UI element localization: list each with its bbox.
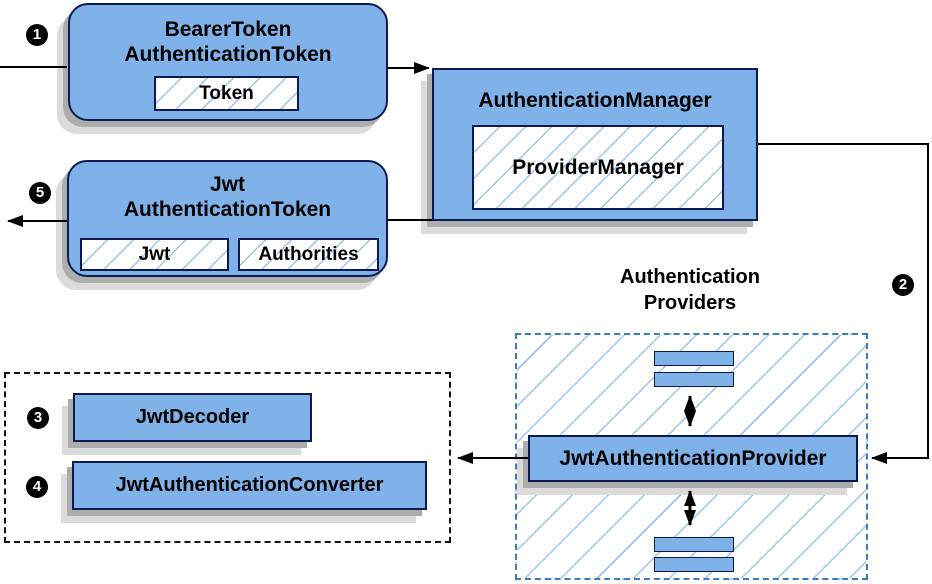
jwt-authentication-converter-node: JwtAuthenticationConverter — [72, 461, 427, 510]
step-4-badge: 4 — [26, 476, 48, 498]
jwt-token-title-line2: AuthenticationToken — [123, 198, 332, 221]
provider-placeholder-rect — [654, 557, 734, 572]
authentication-providers-label-line1: Authentication — [620, 266, 760, 288]
authentication-providers-label: Authentication Providers — [565, 264, 815, 316]
jwt-field: Jwt — [80, 238, 229, 271]
provider-placeholder-rect — [654, 351, 734, 366]
jwt-authentication-provider-node: JwtAuthenticationProvider — [528, 435, 858, 482]
jwt-token-title-line1: Jwt — [209, 173, 245, 196]
step-2-badge: 2 — [892, 274, 914, 296]
provider-placeholder-rect — [654, 372, 734, 387]
step-3-badge: 3 — [27, 407, 49, 429]
jwt-decoder-node: JwtDecoder — [73, 393, 312, 442]
bearer-token-title-line2: AuthenticationToken — [124, 43, 332, 66]
bearer-token-title-line1: BearerToken — [164, 18, 292, 41]
jwt-authentication-provider-title: JwtAuthenticationProvider — [559, 446, 827, 470]
bearer-token-authentication-token-node: BearerToken AuthenticationToken Token — [68, 3, 388, 121]
token-field: Token — [154, 76, 299, 111]
jwt-decoder-title: JwtDecoder — [135, 406, 250, 428]
jwt-authentication-converter-title: JwtAuthenticationConverter — [115, 474, 384, 496]
authentication-manager-title: AuthenticationManager — [478, 89, 712, 112]
step-5-badge: 5 — [29, 182, 51, 204]
authentication-manager-node: AuthenticationManager ProviderManager — [432, 68, 758, 221]
step-1-badge: 1 — [26, 24, 48, 46]
authorities-field: Authorities — [238, 238, 379, 271]
provider-manager-box: ProviderManager — [472, 125, 724, 210]
jwt-authentication-token-node: Jwt AuthenticationToken Jwt Authorities — [67, 160, 388, 277]
authentication-providers-label-line2: Providers — [643, 292, 737, 314]
provider-placeholder-rect — [654, 537, 734, 552]
